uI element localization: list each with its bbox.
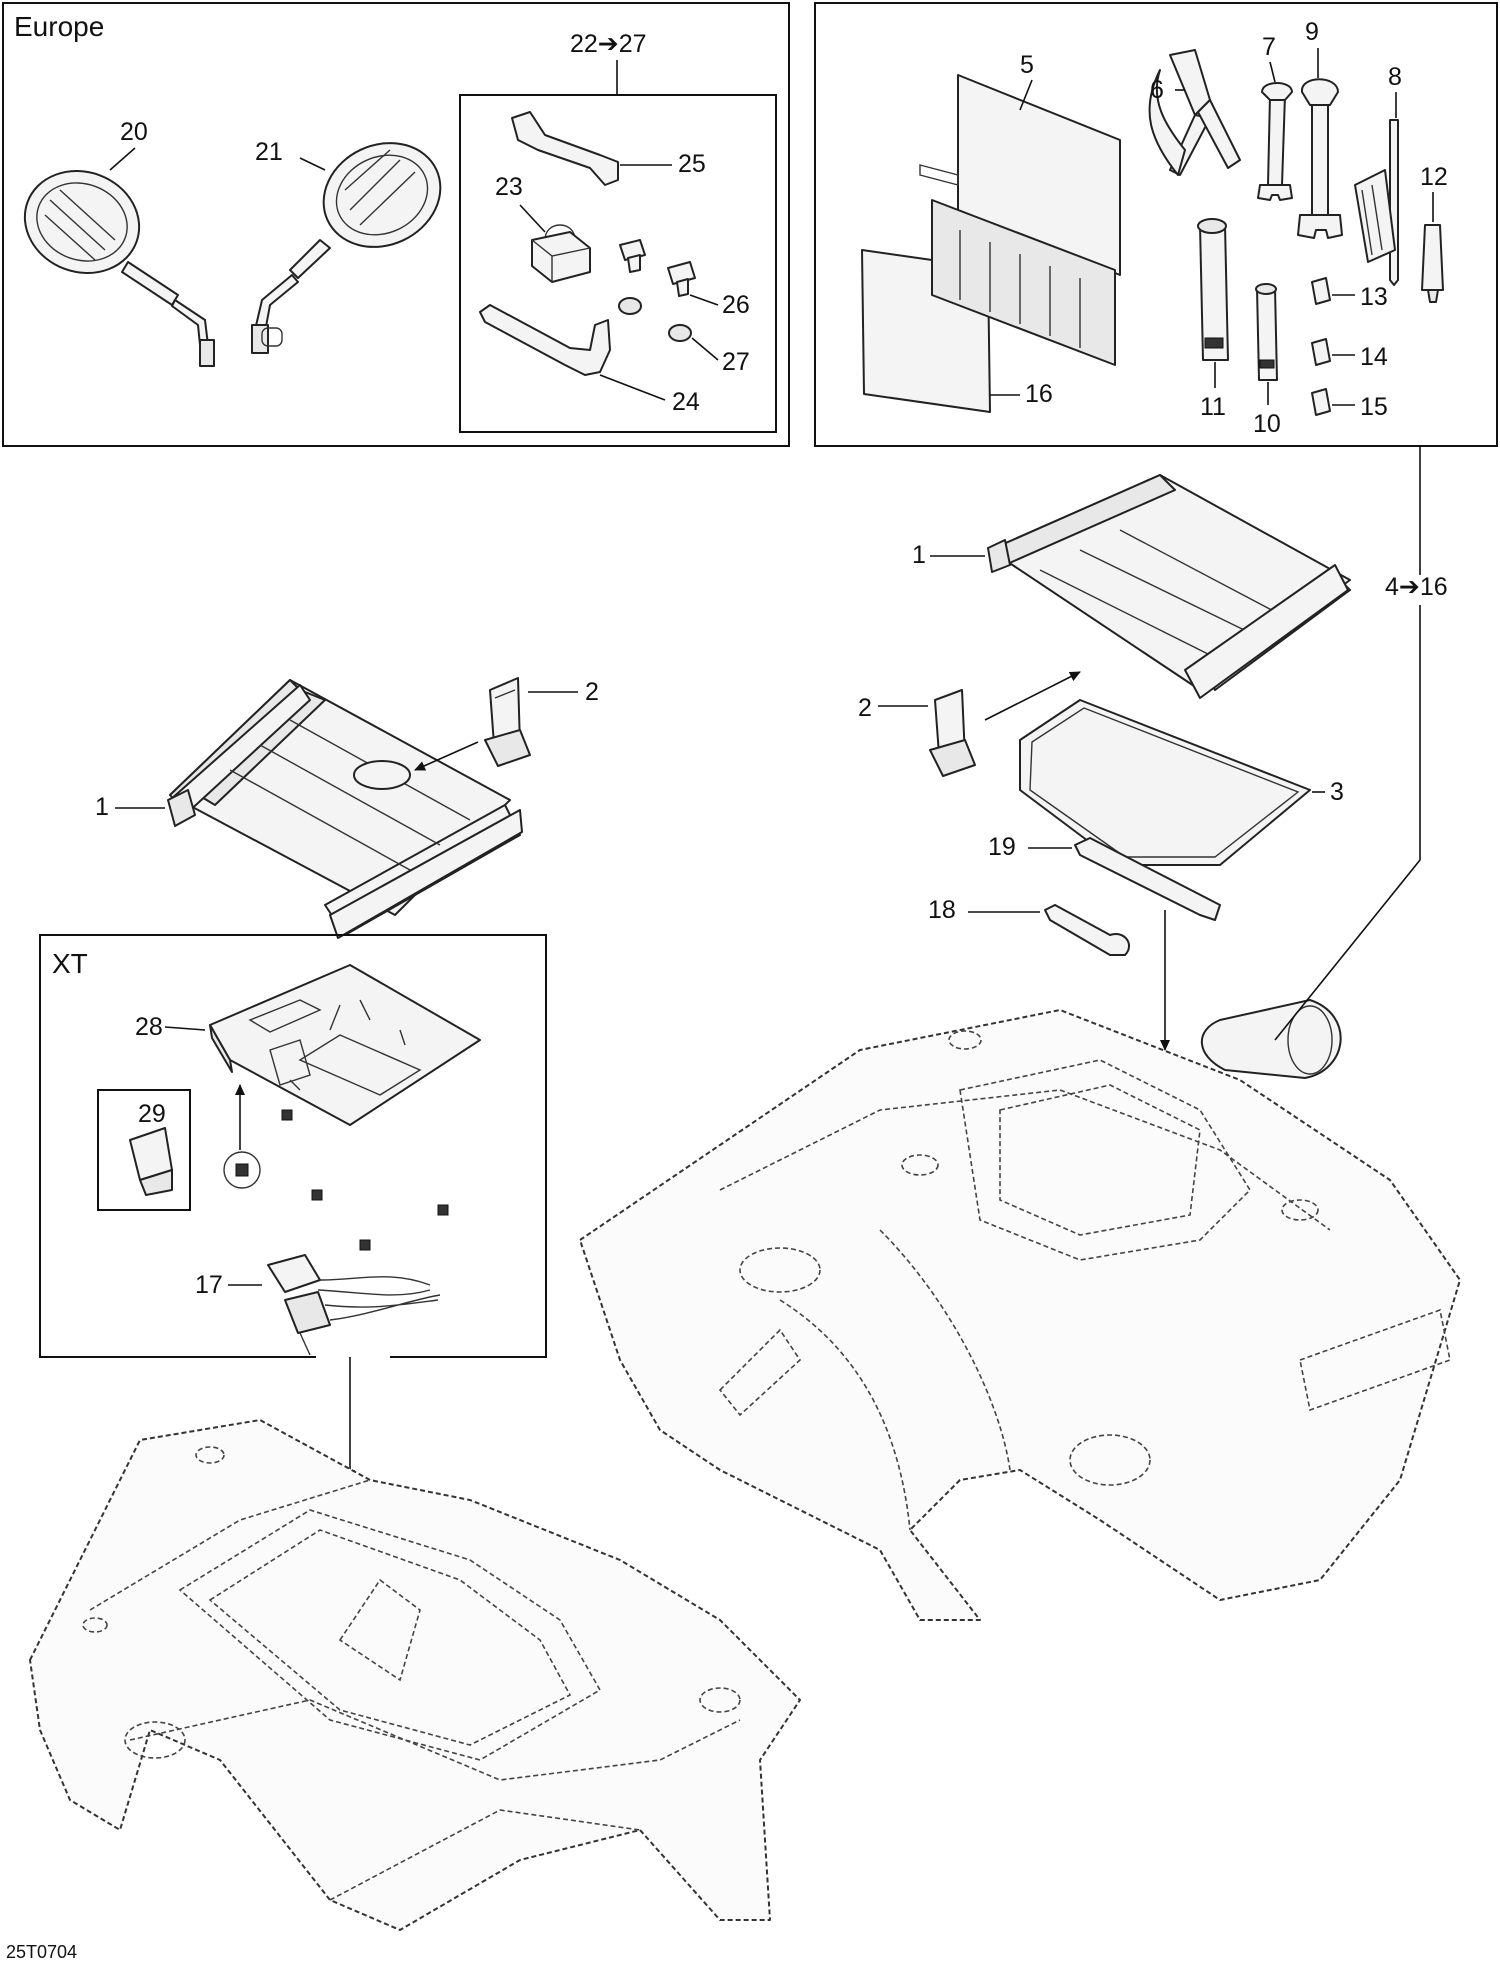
bolts-part	[619, 239, 696, 297]
toolkit-box: 16 5 6 7	[814, 2, 1498, 447]
toolkit-range: 4➔16	[1385, 573, 1448, 601]
rack-right-assembly	[987, 474, 1351, 699]
callout-2b: 2	[858, 694, 872, 722]
mirror-left-part	[23, 169, 215, 367]
europe-kit-range: 22➔27	[570, 30, 647, 58]
socket-small-part	[1255, 283, 1278, 381]
callout-2a: 2	[585, 678, 599, 706]
xt-box: XT 28 29	[39, 934, 547, 1358]
callout-15: 15	[1360, 393, 1388, 421]
callout-26: 26	[722, 291, 750, 319]
callout-1a: 1	[95, 793, 109, 821]
strap-part	[511, 111, 619, 186]
push-clip-part	[129, 1127, 173, 1196]
callout-25: 25	[678, 150, 706, 178]
callout-19: 19	[988, 833, 1016, 861]
europe-box: Europe 20 21 22➔27	[2, 2, 790, 447]
callout-27: 27	[722, 348, 750, 376]
cargo-plate-part	[209, 964, 481, 1126]
seal-gasket-part	[1019, 699, 1311, 866]
xt-title: XT	[52, 948, 88, 979]
callout-28: 28	[135, 1013, 163, 1041]
socket-large-part	[1197, 218, 1229, 361]
clips-part	[281, 1109, 449, 1251]
callout-24: 24	[672, 388, 700, 416]
callout-17: 17	[195, 1271, 223, 1299]
tool-bag-part	[919, 74, 1121, 366]
callout-21: 21	[255, 138, 283, 166]
callout-18: 18	[928, 896, 956, 924]
latch-bar-part	[1074, 837, 1221, 921]
callout-11: 11	[1200, 393, 1226, 421]
clip-right-part	[929, 689, 976, 777]
callout-8: 8	[1388, 63, 1402, 91]
callout-1b: 1	[912, 541, 926, 569]
callout-3: 3	[1330, 778, 1344, 806]
nuts-part	[618, 297, 692, 342]
callout-20: 20	[120, 118, 148, 146]
callout-5: 5	[1020, 51, 1034, 79]
callout-23: 23	[495, 173, 523, 201]
spanner-part	[1044, 904, 1130, 956]
callout-29: 29	[138, 1100, 166, 1128]
bracket-part	[479, 304, 611, 376]
callout-10: 10	[1253, 410, 1281, 438]
padlock-part	[531, 224, 591, 283]
mirror-right-part	[251, 142, 442, 354]
screwdriver-part	[1354, 119, 1399, 286]
fuses-part	[1311, 277, 1331, 416]
callout-7: 7	[1262, 33, 1276, 61]
tool-roll-part	[1200, 999, 1342, 1079]
callout-14: 14	[1360, 343, 1388, 371]
wrench-small-part	[1257, 82, 1293, 201]
rear-fender-left	[29, 1419, 801, 1931]
callout-13: 13	[1360, 283, 1388, 311]
callout-9: 9	[1305, 18, 1319, 46]
wrench-large-part	[1297, 78, 1343, 239]
rear-fender-right	[579, 1009, 1461, 1621]
callout-6: 6	[1150, 76, 1164, 104]
bit-holder-part	[1421, 224, 1444, 303]
callout-16: 16	[1025, 380, 1053, 408]
diagram-code: 25T0704	[6, 1942, 77, 1962]
harness-part	[267, 1254, 441, 1356]
clip-left-part	[484, 677, 531, 767]
callout-12: 12	[1420, 163, 1448, 191]
europe-title: Europe	[14, 11, 104, 42]
pliers-part	[1148, 49, 1241, 176]
rack-left-assembly	[167, 679, 523, 939]
